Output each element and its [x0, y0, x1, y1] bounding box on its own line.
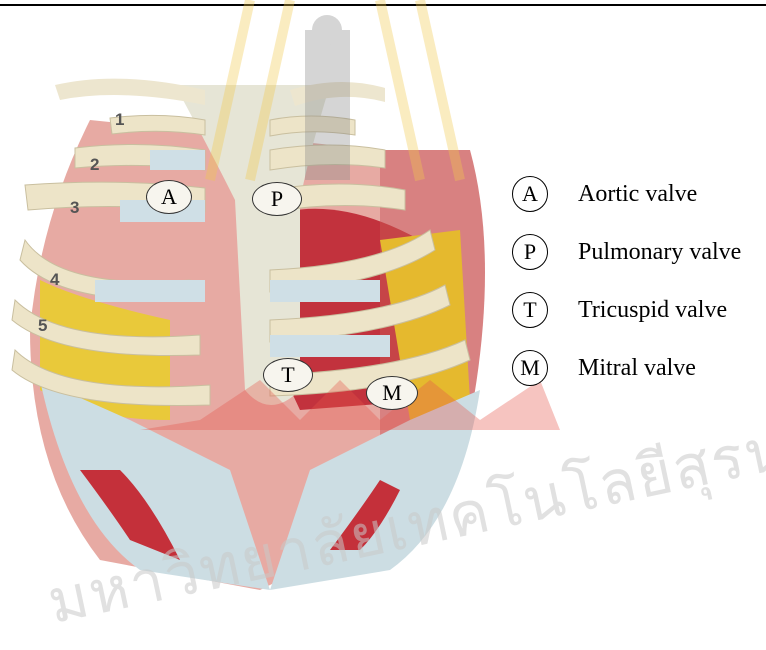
tricuspid-valve-marker: T — [263, 358, 313, 392]
legend-label-tricuspid: Tricuspid valve — [578, 297, 727, 324]
legend-mark-p: P — [512, 234, 548, 270]
legend-item-aortic: A Aortic valve — [512, 165, 741, 223]
legend-mark-m: M — [512, 350, 548, 386]
pulmonary-valve-marker: P — [252, 182, 302, 216]
legend-mark-t: T — [512, 292, 548, 328]
legend-item-pulmonary: P Pulmonary valve — [512, 223, 741, 281]
rib-number-5: 5 — [38, 316, 47, 336]
legend-label-mitral: Mitral valve — [578, 355, 696, 382]
legend: A Aortic valve P Pulmonary valve T Tricu… — [512, 165, 741, 397]
rib-number-3: 3 — [70, 198, 79, 218]
rib-number-4: 4 — [50, 270, 59, 290]
rib-number-1: 1 — [115, 110, 124, 130]
legend-mark-a: A — [512, 176, 548, 212]
rib-number-2: 2 — [90, 155, 99, 175]
legend-label-pulmonary: Pulmonary valve — [578, 239, 741, 266]
legend-item-tricuspid: T Tricuspid valve — [512, 281, 741, 339]
clavicle-left — [55, 79, 205, 105]
legend-label-aortic: Aortic valve — [578, 181, 697, 208]
legend-item-mitral: M Mitral valve — [512, 339, 741, 397]
aortic-valve-marker: A — [146, 180, 192, 214]
mitral-valve-marker: M — [366, 376, 418, 410]
